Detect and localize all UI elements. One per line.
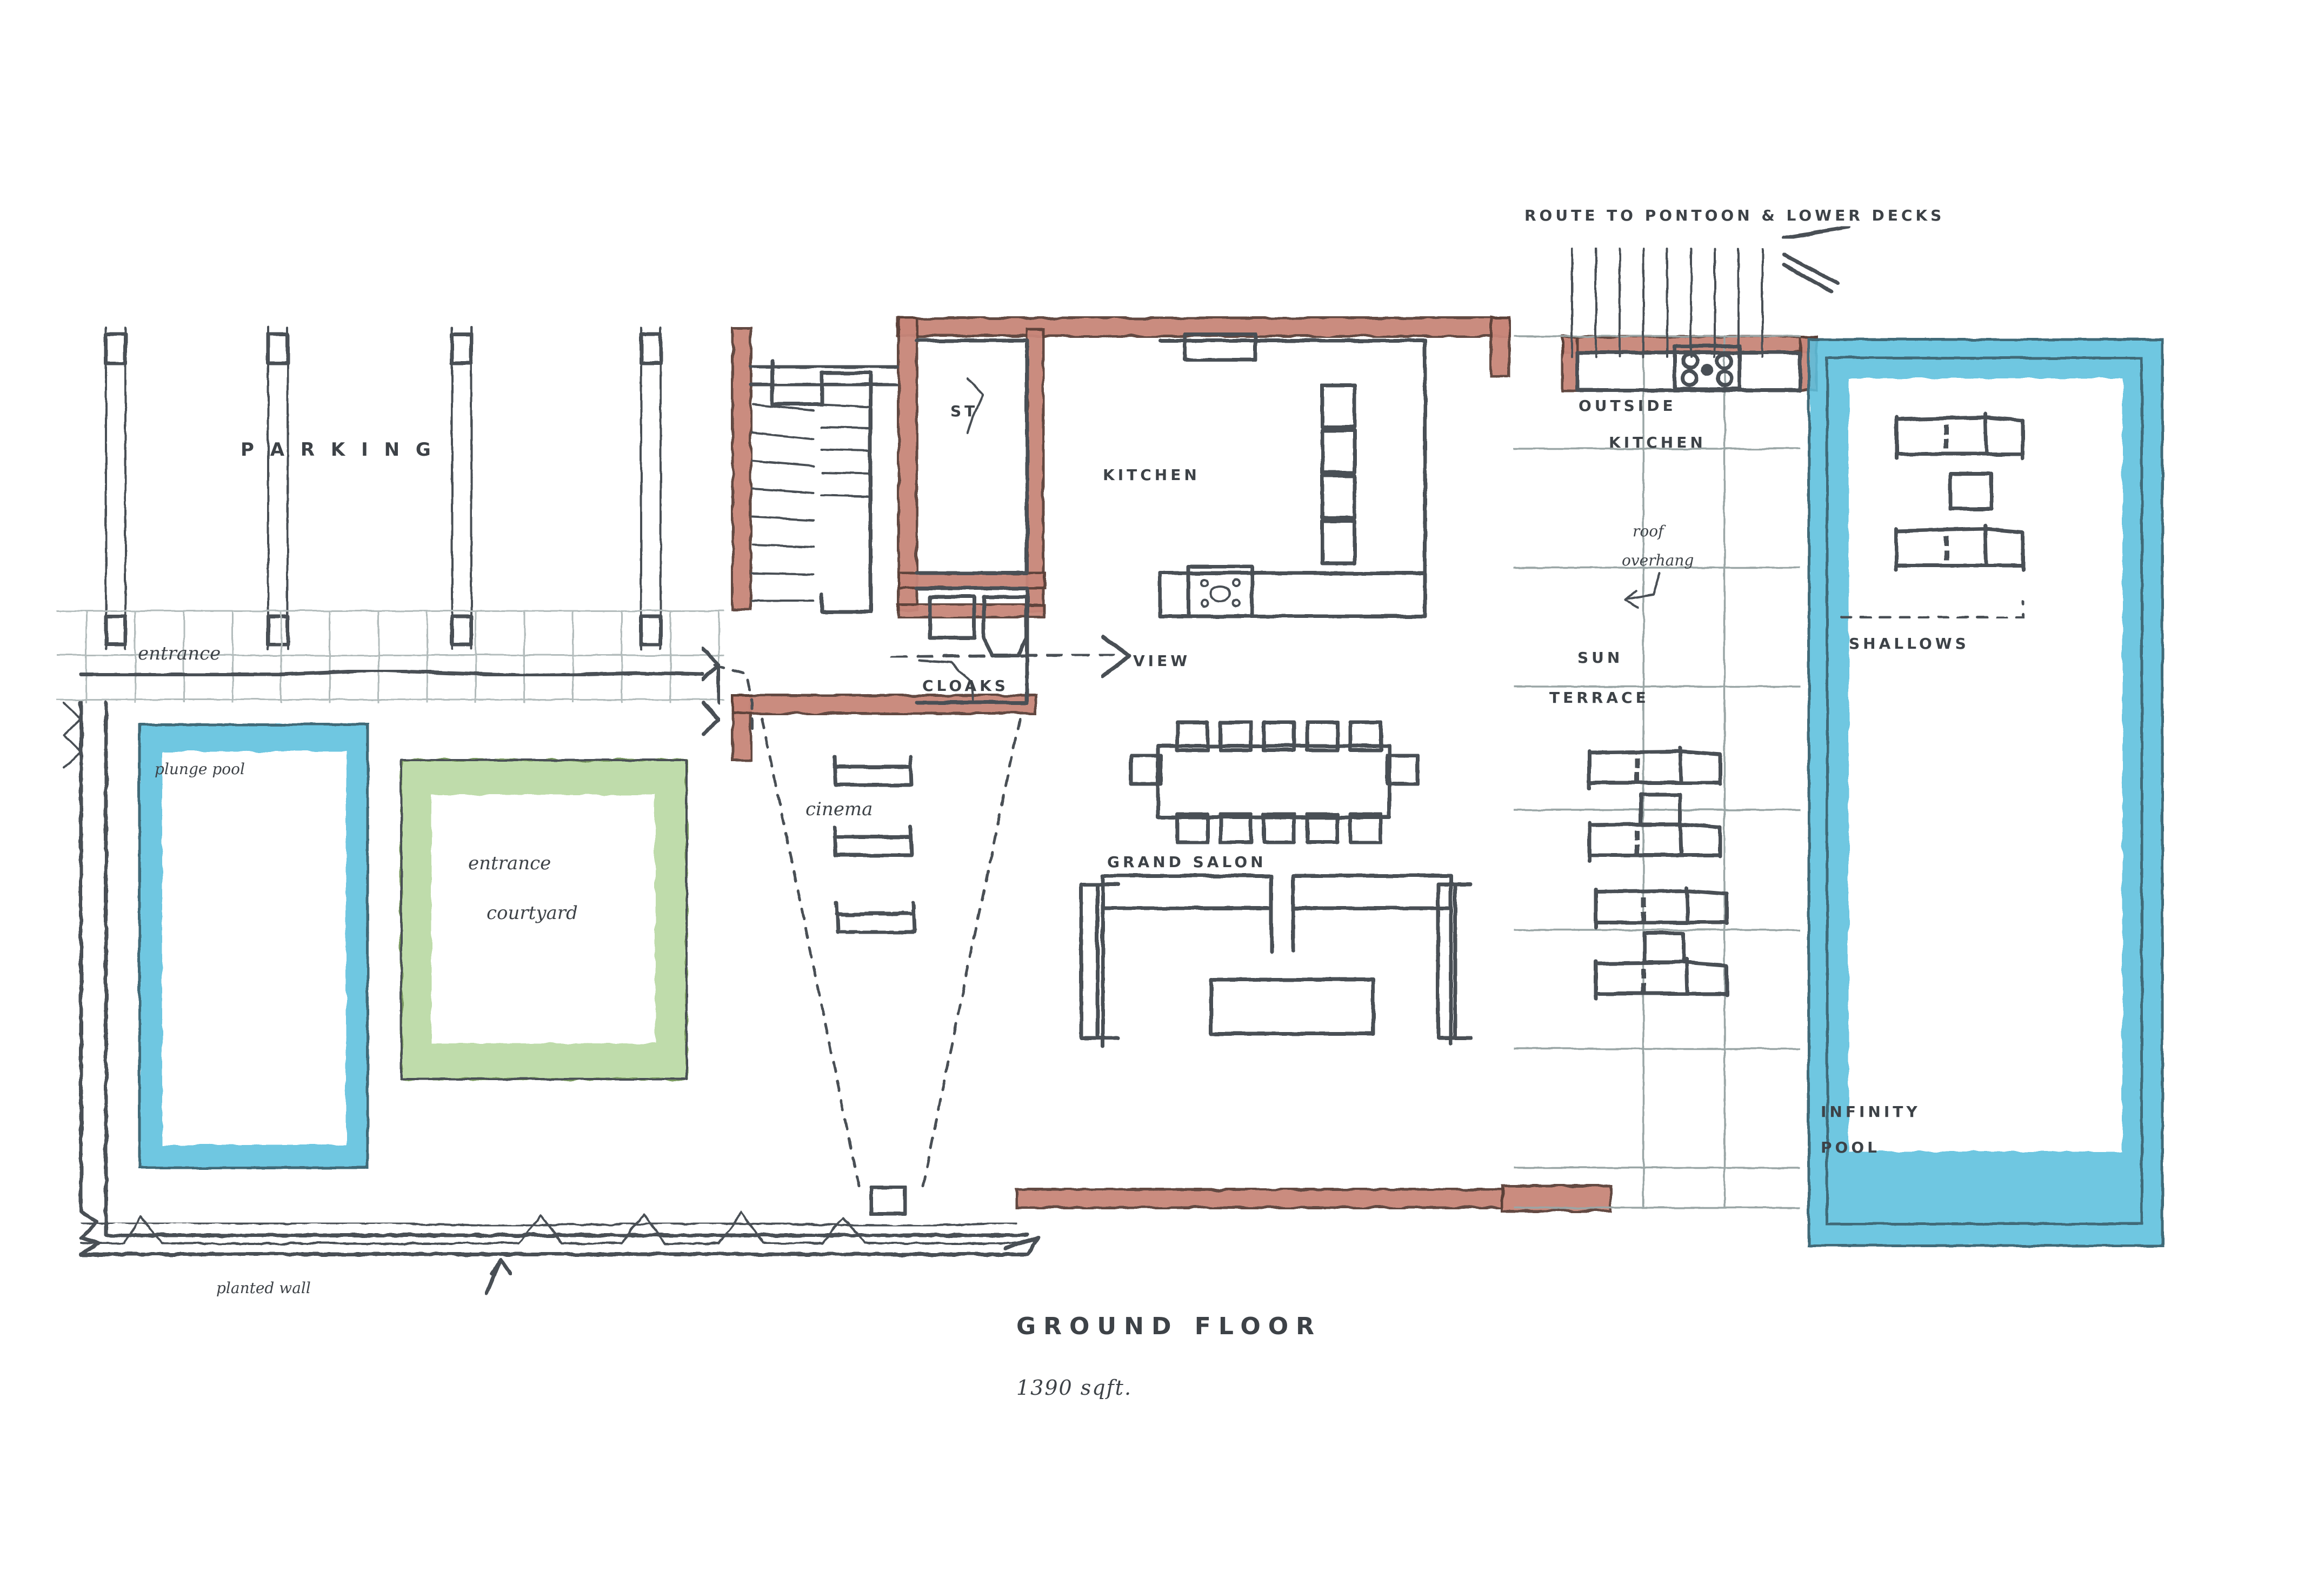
staircase — [749, 359, 900, 614]
outside-kitchen-label-2: KITCHEN — [1609, 434, 1706, 451]
entrance-label: entrance — [138, 643, 221, 664]
sun-terrace-label-1: SUN — [1577, 649, 1623, 667]
room-grand-salon: GRAND SALON — [1079, 720, 1473, 1056]
view-label: VIEW — [1133, 652, 1190, 670]
planted-wall-label: planted wall — [216, 1279, 311, 1297]
plunge-pool: plunge pool — [138, 723, 369, 1169]
cloaks-label: CLOAKS — [922, 677, 1009, 695]
route-to-pontoon: ROUTE TO PONTOON & LOWER DECKS — [1506, 207, 1945, 359]
infinity-pool: SHALLOWS INFINITY POOL — [1807, 338, 2164, 1247]
sun-terrace: OUTSIDE KITCHEN roof overhang SUN TERRAC… — [1513, 335, 1802, 1209]
entrance-courtyard-label-1: entrance — [468, 853, 551, 874]
kitchen-label: KITCHEN — [1103, 466, 1200, 484]
entrance-courtyard-label-2: courtyard — [487, 902, 578, 924]
infinity-pool-label-1: INFINITY — [1821, 1103, 1921, 1121]
planted-wall-boundary — [63, 701, 1040, 1256]
room-cinema: cinema — [750, 717, 1036, 1216]
planted-wall-annotation: planted wall — [216, 1257, 512, 1297]
plunge-pool-label: plunge pool — [155, 760, 245, 778]
entry-route-dashed — [713, 663, 754, 733]
wall-salon-south — [1015, 1188, 1504, 1209]
view-direction-annotation: VIEW — [890, 635, 1190, 678]
title-block: GROUND FLOOR 1390 sqft. — [1016, 1313, 1322, 1400]
sun-terrace-label-2: TERRACE — [1549, 689, 1649, 707]
infinity-pool-label-2: POOL — [1821, 1139, 1880, 1156]
salon-south-threshold — [1169, 1175, 1359, 1186]
shallows-label: SHALLOWS — [1849, 635, 1969, 653]
house-outline — [749, 316, 1510, 1210]
entrance-courtyard: entrance courtyard — [400, 759, 688, 1080]
store-label: ST — [950, 402, 978, 420]
room-store: ST — [915, 338, 1029, 575]
room-cloaks: CLOAKS — [915, 586, 1029, 705]
drawing-area: 1390 sqft. — [1016, 1376, 1132, 1400]
roof-overhang-label-1: roof — [1633, 522, 1666, 540]
roof-overhang-label-2: overhang — [1622, 551, 1694, 569]
outside-kitchen-label-1: OUTSIDE — [1579, 397, 1676, 415]
pool-loungers — [1894, 412, 2025, 572]
sun-loungers — [1587, 746, 1729, 1001]
drawing-title: GROUND FLOOR — [1016, 1313, 1322, 1340]
parking-label: P A R K I N G — [241, 439, 436, 461]
entrance-paving: entrance — [56, 610, 725, 736]
parking-area: P A R K I N G — [55, 327, 737, 650]
room-kitchen: KITCHEN — [1103, 332, 1427, 618]
wall-left-upper — [731, 327, 753, 611]
cinema-label: cinema — [805, 798, 873, 820]
route-to-pontoon-label: ROUTE TO PONTOON & LOWER DECKS — [1524, 207, 1945, 224]
